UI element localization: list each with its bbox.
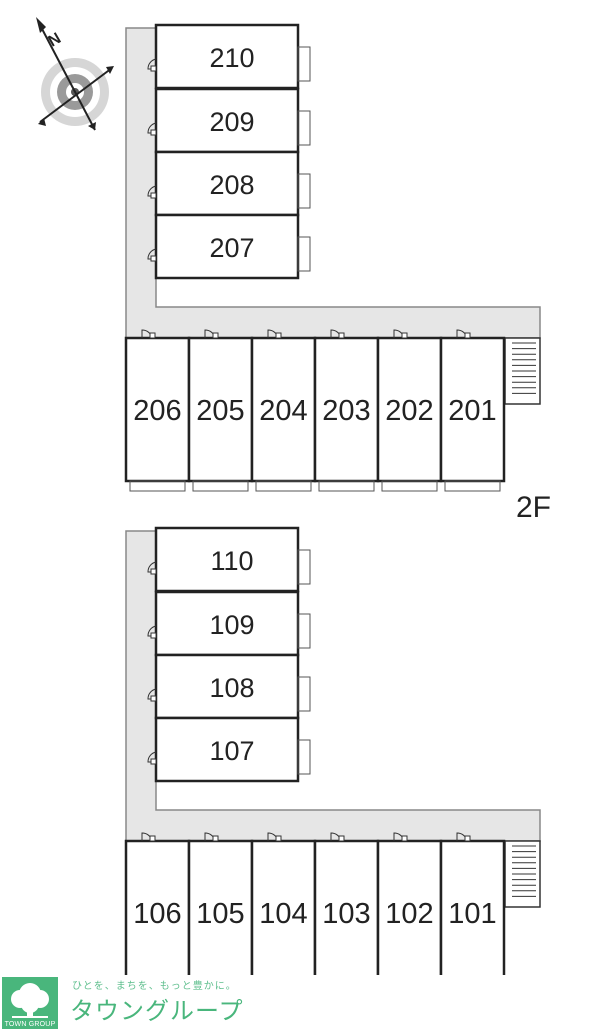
room-107: 107 bbox=[147, 716, 311, 783]
stairs bbox=[504, 840, 541, 908]
room-number: 205 bbox=[196, 395, 244, 427]
logo-mark: TOWN GROUP bbox=[0, 975, 60, 1029]
room-205: 205 bbox=[187, 329, 254, 492]
room-number: 203 bbox=[322, 395, 370, 427]
room-108: 108 bbox=[147, 653, 311, 720]
room-number: 209 bbox=[209, 107, 254, 137]
room-number: 204 bbox=[259, 395, 307, 427]
room-209: 209 bbox=[147, 87, 311, 154]
room-number: 101 bbox=[448, 898, 496, 930]
room-number: 102 bbox=[385, 898, 433, 930]
floor-1f: 1101091081071061051041031021011F bbox=[124, 526, 541, 975]
room-106: 106 bbox=[124, 832, 191, 975]
floor-label: 2F bbox=[516, 491, 551, 524]
room-105: 105 bbox=[187, 832, 254, 975]
room-number: 207 bbox=[209, 233, 254, 263]
room-210: 210 bbox=[147, 23, 311, 90]
room-208: 208 bbox=[147, 150, 311, 217]
room-101: 101 bbox=[439, 832, 506, 975]
room-number: 106 bbox=[133, 898, 181, 930]
compass-icon: N bbox=[36, 17, 114, 131]
room-204: 204 bbox=[250, 329, 317, 492]
room-number: 103 bbox=[322, 898, 370, 930]
room-109: 109 bbox=[147, 590, 311, 657]
floor-plan: N 210 209 208 207 206 205 204 203 202 201 2F 110 109… bbox=[36, 17, 551, 975]
logo-brand-name: タウングループ bbox=[70, 997, 244, 1025]
room-110: 110 bbox=[147, 526, 311, 593]
room-number: 201 bbox=[448, 395, 496, 427]
room-number: 206 bbox=[133, 395, 181, 427]
logo-tagline: ひとを、まちを、もっと豊かに。 bbox=[72, 981, 237, 992]
room-207: 207 bbox=[147, 213, 311, 280]
room-103: 103 bbox=[313, 832, 380, 975]
town-group-logo: TOWN GROUP ひとを、まちを、もっと豊かに。 タウングループ bbox=[0, 975, 250, 1029]
stairs bbox=[504, 337, 541, 405]
floor-2f: 210 209 208 207 206 205 204 203 202 201 2F bbox=[124, 23, 551, 524]
room-104: 104 bbox=[250, 832, 317, 975]
logo-mark-text: TOWN GROUP bbox=[4, 1021, 56, 1028]
room-number: 105 bbox=[196, 898, 244, 930]
room-number: 108 bbox=[209, 673, 254, 703]
room-102: 102 bbox=[376, 832, 443, 975]
room-206: 206 bbox=[124, 329, 191, 492]
room-number: 104 bbox=[259, 898, 307, 930]
north-label: N bbox=[46, 30, 65, 51]
room-202: 202 bbox=[376, 329, 443, 492]
room-number: 210 bbox=[209, 43, 254, 73]
room-number: 208 bbox=[209, 170, 254, 200]
room-number: 109 bbox=[209, 610, 254, 640]
room-number: 110 bbox=[210, 546, 253, 576]
room-201: 201 bbox=[439, 329, 506, 492]
room-number: 202 bbox=[385, 395, 433, 427]
room-number: 107 bbox=[209, 736, 254, 766]
room-203: 203 bbox=[313, 329, 380, 492]
tree-logo-icon bbox=[2, 977, 58, 1029]
